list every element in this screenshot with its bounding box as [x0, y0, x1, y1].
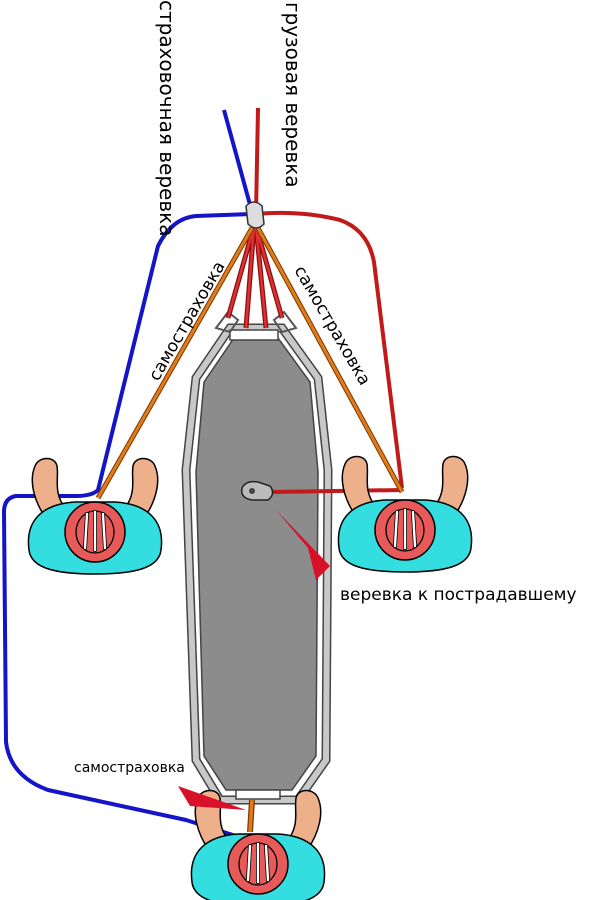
self-belay-bottom-label: самостраховка — [74, 760, 185, 776]
haul-rope — [254, 107, 404, 494]
rescuer-right — [336, 454, 474, 574]
anchor-carabiner-icon — [245, 201, 265, 229]
pointer-victim-rope-arrow — [276, 510, 330, 580]
haul-rope-label: грузовая веревка — [281, 2, 305, 188]
rope-to-victim-label: веревка к пострадавшему — [340, 585, 577, 605]
belay-rope-label: страховочная веревка — [155, 0, 179, 236]
belay-rope — [2, 109, 254, 838]
carabiner-icon — [240, 480, 274, 501]
pointer-self-belay-arrow — [178, 786, 246, 810]
stretcher — [181, 310, 333, 805]
rescuer-left — [26, 456, 164, 576]
self-belay-right-label: самостраховка — [290, 263, 375, 390]
stretcher-slings — [225, 225, 285, 329]
